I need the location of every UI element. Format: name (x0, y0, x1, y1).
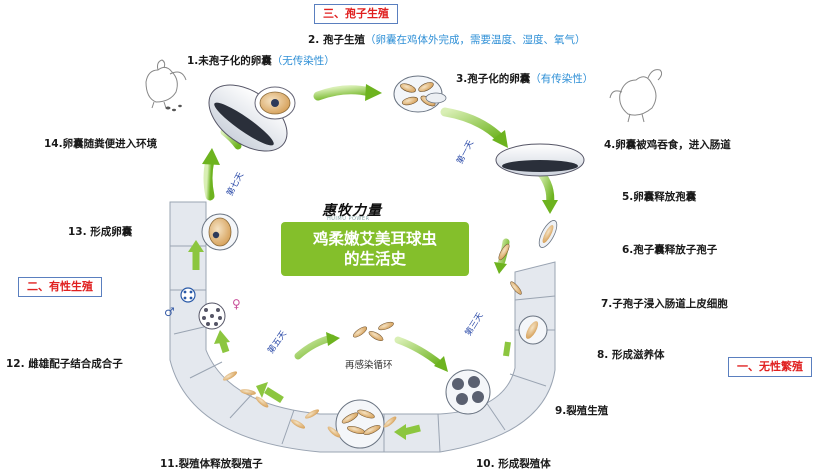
title-line-1: 鸡柔嫩艾美耳球虫 (312, 230, 437, 248)
step-12-label: 12. 雌雄配子结合成合子 (6, 358, 123, 370)
step-10-label: 10. 形成裂殖体 (476, 458, 551, 470)
ingestion-disc (495, 143, 585, 177)
stage-sexual-box: 二、有性生殖 (18, 277, 102, 297)
step-2-label: 2. 孢子生殖（卵囊在鸡体外完成，需要温度、湿度、氧气） (308, 34, 586, 46)
sporozoite-icon (498, 220, 558, 295)
stage-asexual-box: 一、无性繁殖 (728, 357, 812, 377)
brand-logo: 惠牧力量 (322, 203, 382, 219)
brand-logo-sub: HUIMU POWER (327, 216, 370, 222)
male-symbol: ♂ (164, 305, 175, 319)
step-11-label: 11.裂殖体释放裂殖子 (160, 458, 263, 470)
female-symbol: ♀ (232, 297, 241, 311)
oocyst-icon (208, 84, 296, 152)
diagram-title-box: 鸡柔嫩艾美耳球虫 的生活史 (281, 222, 469, 276)
schizont-icon (445, 369, 491, 415)
step-5-label: 5.卵囊释放孢囊 (622, 191, 697, 203)
step-4-label: 4.卵囊被鸡吞食，进入肠道 (604, 139, 731, 151)
reinfection-cycle-label: 再感染循环 (345, 360, 393, 371)
step-1-label: 1.未孢子化的卵囊（无传染性） (187, 55, 335, 67)
title-line-2: 的生活史 (343, 250, 406, 268)
merozoite-icon (222, 321, 397, 449)
trophozoite-icon (518, 315, 548, 345)
chicken-icon (145, 59, 187, 109)
gamete-icon (180, 287, 226, 330)
step-8-label: 8. 形成滋养体 (597, 349, 665, 361)
step-14-label: 14.卵囊随粪便进入环境 (44, 138, 158, 150)
step-9-label: 9.裂殖生殖 (555, 405, 609, 417)
step-3-label: 3.孢子化的卵囊（有传染性） (456, 73, 594, 85)
step-13-label: 13. 形成卵囊 (68, 226, 133, 238)
oocyst-forming-icon (201, 213, 239, 251)
droppings (165, 104, 182, 112)
chicken-icon-2 (609, 69, 663, 123)
stage-sporogony-box: 三、孢子生殖 (314, 4, 398, 24)
step-6-label: 6.孢子囊释放子孢子 (622, 244, 718, 256)
sporocyst-icon (393, 75, 447, 113)
step-7-label: 7.子孢子浸入肠道上皮细胞 (601, 298, 728, 310)
cycle-arrows (188, 84, 558, 440)
